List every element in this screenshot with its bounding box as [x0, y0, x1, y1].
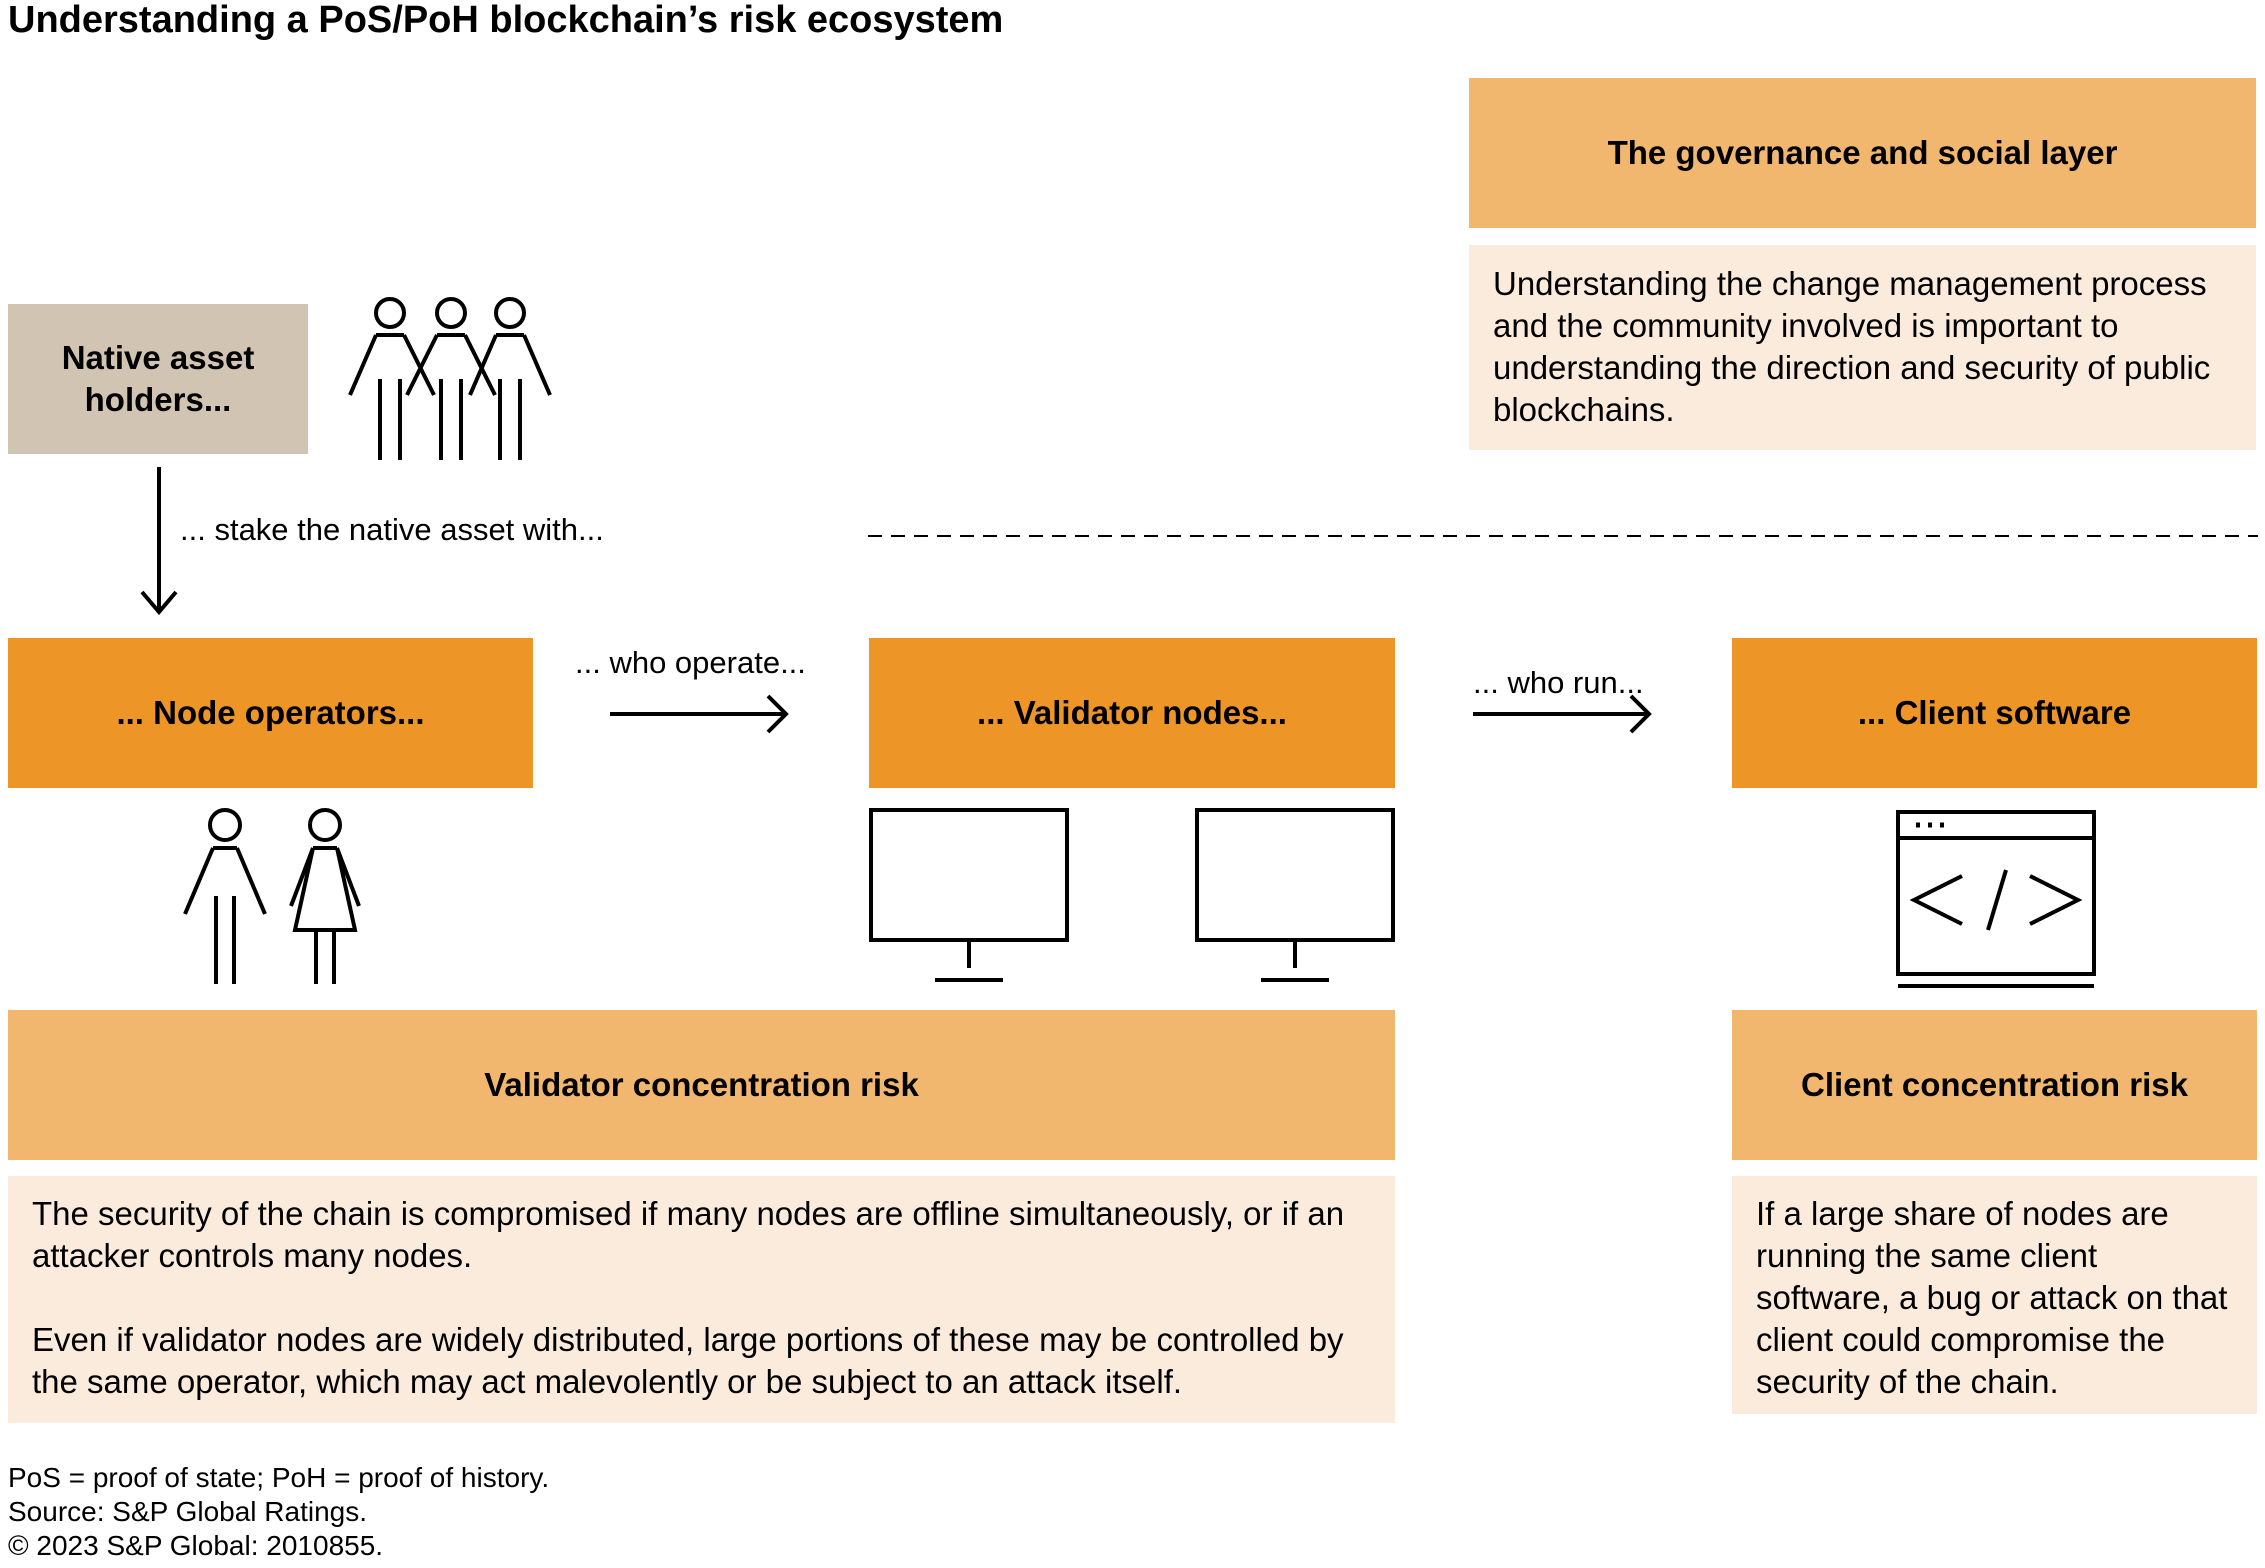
stake-label: ... stake the native asset with... [180, 512, 604, 547]
validator-monitor-icon [869, 808, 1069, 982]
client-risk-heading: Client concentration risk [1732, 1010, 2257, 1160]
governance-description: Understanding the change management proc… [1469, 245, 2256, 450]
node-operators-box: ... Node operators... [8, 638, 533, 788]
layer-divider [868, 535, 2258, 537]
client-risk-text: If a large share of nodes are running th… [1756, 1195, 2228, 1400]
operate-arrow-icon [610, 694, 789, 734]
run-label: ... who run... [1473, 665, 1644, 700]
validator-nodes-box: ... Validator nodes... [869, 638, 1395, 788]
governance-heading: The governance and social layer [1469, 78, 2256, 228]
validator-risk-para2: Even if validator nodes are widely distr… [32, 1321, 1344, 1400]
native-asset-holders-box: Native asset holders... [8, 304, 308, 454]
code-window-icon [1896, 810, 2096, 988]
governance-text: Understanding the change management proc… [1493, 265, 2211, 428]
validator-risk-description: The security of the chain is compromised… [8, 1176, 1395, 1423]
footnote-copyright: © 2023 S&P Global: 2010855. [8, 1530, 384, 1561]
operate-label: ... who operate... [575, 645, 806, 680]
run-arrow-icon [1473, 694, 1652, 734]
page-title: Understanding a PoS/PoH blockchain’s ris… [8, 0, 1004, 41]
stake-arrow-icon [140, 467, 178, 616]
validator-monitor-icon [1195, 808, 1395, 982]
client-software-box: ... Client software [1732, 638, 2257, 788]
client-risk-description: If a large share of nodes are running th… [1732, 1176, 2257, 1414]
validator-risk-para1: The security of the chain is compromised… [32, 1195, 1345, 1274]
validator-risk-heading: Validator concentration risk [8, 1010, 1395, 1160]
asset-holders-people-icon [348, 297, 552, 460]
footnote-source: Source: S&P Global Ratings. [8, 1496, 368, 1527]
node-operators-people-icon [183, 808, 361, 984]
footnote-abbreviations: PoS = proof of state; PoH = proof of his… [8, 1462, 550, 1493]
